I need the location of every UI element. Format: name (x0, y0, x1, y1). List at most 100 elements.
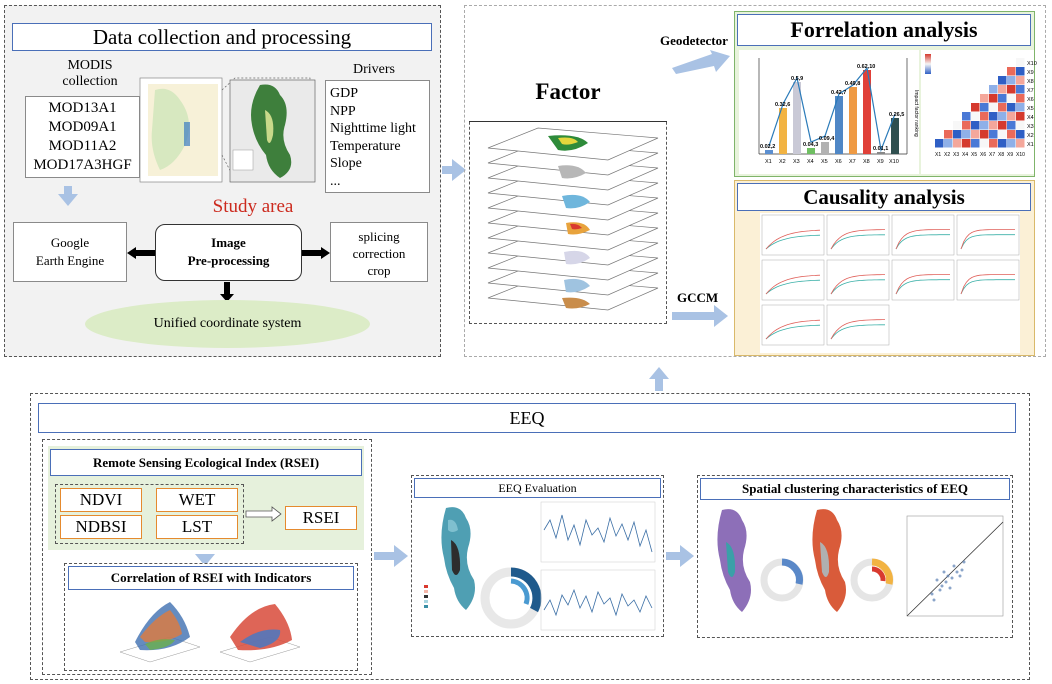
heatmap-cell (980, 94, 989, 103)
modis-list: MOD13A1 MOD09A1 MOD11A2 MOD17A3HGF (25, 96, 140, 178)
heatmap-cell (971, 103, 980, 112)
forrelation-bar-chart: 0.02,2 0.32,6 0.5,9 0.04,3 0.09,4 0.42,7… (739, 50, 919, 174)
heatmap-cell (980, 139, 989, 148)
arrow-eeq-up (655, 379, 663, 391)
heatmap-cell (1007, 121, 1016, 130)
rsei-indicators-box (55, 484, 244, 544)
gccm-label: GCCM (677, 290, 719, 305)
heatmap-cell (944, 139, 953, 148)
eeq-title: EEQ (38, 403, 1016, 433)
heatmap-cell (962, 139, 971, 148)
modis-header: MODIS collection (62, 58, 118, 89)
driver-item: Nighttime light (330, 121, 416, 136)
evaluation-title: EEQ Evaluation (414, 478, 661, 498)
svg-text:X2: X2 (779, 159, 786, 165)
image-preprocessing-box: Image Pre-processing (155, 224, 302, 281)
factor-layer-stack (478, 127, 660, 318)
causality-curve (830, 274, 885, 295)
heatmap-row-label: X10 (1027, 61, 1037, 67)
svg-text:X10: X10 (889, 159, 899, 165)
drivers-header: Drivers (353, 62, 395, 77)
heatmap-cell (1016, 58, 1025, 67)
heatmap-cell (1016, 67, 1025, 76)
driver-item: Slope (330, 156, 362, 171)
heatmap-cell (989, 112, 998, 121)
svg-text:X3: X3 (793, 159, 800, 165)
heatmap-col-label: X3 (953, 152, 959, 158)
causality-curve (960, 229, 1015, 250)
heatmap-row-label: X8 (1027, 79, 1034, 85)
causality-curve (765, 234, 821, 250)
forrelation-title: Forrelation analysis (737, 14, 1031, 46)
causality-curve (895, 274, 950, 295)
heatmap-cell (1007, 130, 1016, 139)
svg-text:X9: X9 (877, 159, 884, 165)
heatmap-cell (980, 112, 989, 121)
svg-text:0.5,9: 0.5,9 (791, 76, 803, 82)
heatmap-col-label: X10 (1016, 152, 1025, 158)
causality-curve (830, 319, 885, 340)
evaluation-figure (416, 500, 660, 634)
causality-subplot (761, 214, 825, 256)
modis-item: MOD17A3HGF (33, 157, 132, 173)
heatmap-cell (1007, 85, 1016, 94)
heatmap-cell (998, 139, 1007, 148)
ndbsi-box: NDBSI (60, 515, 142, 539)
heatmap-cell (1016, 76, 1025, 85)
causality-curve (830, 279, 885, 295)
spatial-title: Spatial clustering characteristics of EE… (700, 478, 1010, 500)
arrow-to-evaluation (374, 552, 394, 560)
factor-outer-panel (464, 5, 1046, 357)
heatmap-cell (989, 85, 998, 94)
causality-curve (830, 324, 885, 340)
arrow-to-unified (220, 282, 234, 302)
rsei-title: Remote Sensing Ecological Index (RSEI) (50, 449, 362, 476)
arrow-to-gee (127, 246, 155, 259)
heatmap-cell (962, 130, 971, 139)
heatmap-cell (980, 121, 989, 130)
svg-text:X1: X1 (765, 159, 772, 165)
unified-ellipse: Unified coordinate system (85, 300, 370, 348)
heatmap-cell (971, 130, 980, 139)
spatial-figure (702, 502, 1008, 634)
arrow-eeq-up-head (649, 367, 669, 379)
heatmap-cell (989, 121, 998, 130)
svg-text:X6: X6 (835, 159, 842, 165)
heatmap-cell (935, 139, 944, 148)
heatmap-row-label: X1 (1027, 142, 1034, 148)
heatmap-col-label: X2 (944, 152, 950, 158)
heatmap-cell (1007, 139, 1016, 148)
heatmap-cell (944, 130, 953, 139)
heatmap-cell (1007, 94, 1016, 103)
heatmap-cell (989, 94, 998, 103)
causality-curve (765, 274, 821, 295)
wet-box: WET (156, 488, 238, 512)
svg-text:0.01,1: 0.01,1 (873, 146, 888, 152)
causality-curve (895, 234, 950, 250)
heatmap-cell (998, 130, 1007, 139)
heatmap-cell (1007, 103, 1016, 112)
driver-item: NPP (330, 103, 356, 119)
causality-curve (830, 229, 885, 250)
correlation-3d-plots (110, 592, 310, 668)
svg-text:0.32,6: 0.32,6 (775, 102, 790, 108)
factor-title: Factor (469, 62, 667, 122)
heatmap-row-label: X5 (1027, 106, 1034, 112)
svg-text:0.09,4: 0.09,4 (819, 136, 835, 142)
causality-curve (830, 234, 885, 250)
svg-text:X4: X4 (807, 159, 814, 165)
arrow-to-spatial-head (680, 545, 694, 567)
causality-curve (960, 279, 1015, 295)
causality-curve (765, 229, 821, 250)
study-area-label: Study area (212, 196, 294, 217)
causality-curve (765, 324, 821, 340)
svg-text:Impact factor ranking: Impact factor ranking (913, 90, 919, 137)
heatmap-row-label: X6 (1027, 97, 1034, 103)
svg-text:X5: X5 (821, 159, 828, 165)
heatmap-cell (998, 121, 1007, 130)
causality-subplot (761, 259, 825, 301)
google-earth-engine-box: Google Earth Engine (13, 222, 127, 282)
heatmap-col-label: X8 (998, 152, 1004, 158)
svg-text:0.04,3: 0.04,3 (803, 142, 818, 148)
arrow-to-causality-head (714, 305, 728, 327)
